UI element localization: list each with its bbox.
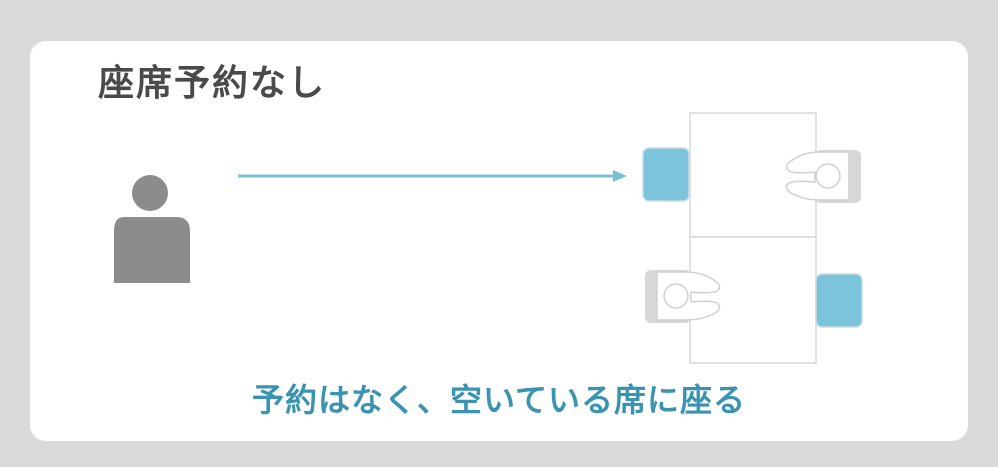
person-icon xyxy=(114,175,190,283)
diagram-caption: 予約はなく、空いている席に座る xyxy=(251,381,747,419)
desk-top xyxy=(689,112,817,238)
empty-seat-bottom-right xyxy=(815,273,863,328)
desk-bottom xyxy=(689,236,817,364)
seated-person-icon xyxy=(645,270,721,323)
arrow xyxy=(238,170,627,182)
diagram-title: 座席予約なし xyxy=(98,63,327,104)
empty-seat-top-left xyxy=(642,147,690,202)
seated-person-icon xyxy=(785,150,861,203)
